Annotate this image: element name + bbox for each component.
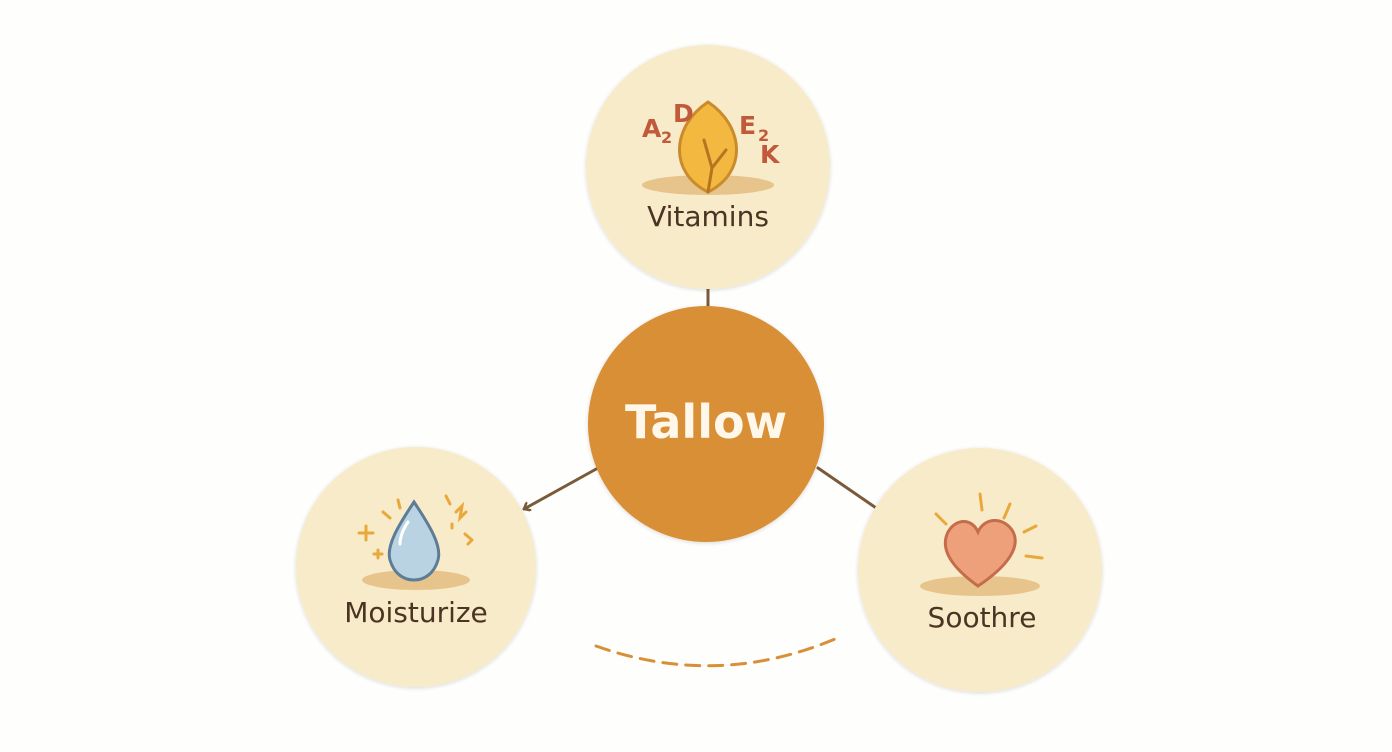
arrow-to-soothe xyxy=(816,466,884,512)
moisturize-label: Moisturize xyxy=(344,596,488,629)
soothe-label: Soothre xyxy=(928,601,1037,634)
vitamins-label: Vitamins xyxy=(647,200,769,233)
arrow-to-moisturize xyxy=(522,466,600,509)
heart-icon xyxy=(943,519,1017,588)
vitamin-a-sub: 2 xyxy=(661,128,672,147)
vitamin-d-letter: D xyxy=(673,99,694,128)
vitamin-k-letter: K xyxy=(760,140,781,169)
vitamin-letters: A 2 D E 2 K xyxy=(642,99,781,169)
sparkle-icons xyxy=(357,494,474,560)
leaf-icon xyxy=(678,100,738,194)
dashed-arc xyxy=(594,634,844,668)
node-vitamins: A 2 D E 2 K Vitamins xyxy=(586,45,830,289)
node-tallow: Tallow xyxy=(588,306,824,542)
node-moisturize: Moisturize xyxy=(296,447,536,687)
vitamin-e-letter: E xyxy=(739,111,756,140)
vitamin-e-sub: 2 xyxy=(758,126,769,145)
glow-rays xyxy=(934,492,1044,560)
water-drop-icon xyxy=(387,499,441,582)
node-soothe: Soothre xyxy=(858,448,1102,692)
tallow-label: Tallow xyxy=(625,395,787,449)
vitamin-a-letter: A xyxy=(642,114,662,143)
